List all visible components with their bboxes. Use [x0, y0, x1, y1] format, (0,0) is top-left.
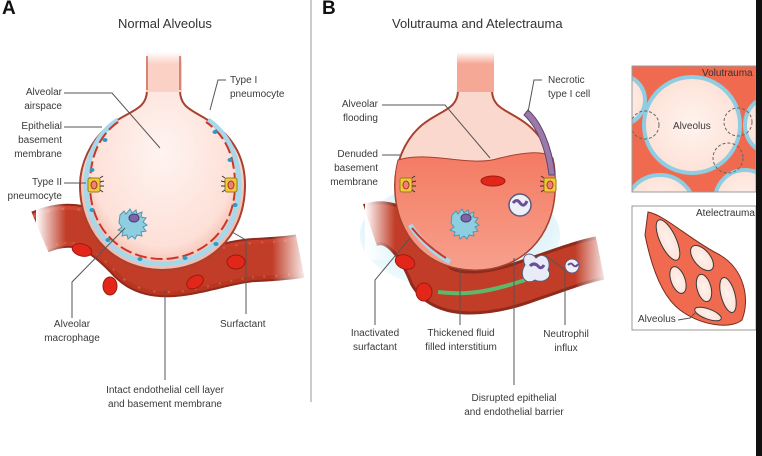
red-blood-cell — [102, 276, 118, 296]
neutrophil-influx — [521, 253, 580, 283]
type-ii-cell — [539, 175, 557, 193]
label-alveolar-airspace: Alveolar airspace — [24, 87, 62, 112]
red-blood-cell — [480, 175, 506, 187]
label-type-ii-pneumocyte: Type II pneumocyte — [7, 177, 62, 202]
inset-atelectrauma-title: Atelectrauma — [696, 208, 755, 219]
label-necrotic-type-i-cell: Necrotic type I cell — [548, 75, 591, 100]
inset-volutrauma — [631, 65, 757, 193]
label-neutrophil-influx: Neutrophil influx — [543, 329, 589, 354]
inset-volutrauma-title: Volutrauma — [702, 68, 753, 79]
label-alveolar-macrophage: Alveolar macrophage — [44, 319, 100, 344]
type-ii-cell — [399, 175, 417, 193]
panel-a-art — [31, 52, 308, 380]
macrophage — [448, 208, 480, 240]
panel-b-title: Volutrauma and Atelectrauma — [392, 16, 563, 31]
label-alveolar-flooding: Alveolar flooding — [341, 99, 378, 124]
label-epithelial-basement-membrane: Epithelial basement membrane — [14, 121, 62, 160]
red-blood-cell — [226, 254, 246, 270]
label-disrupted-barrier: Disrupted epithelial and endothelial bar… — [464, 393, 564, 418]
red-blood-cell — [71, 243, 93, 257]
inset-atelectrauma-alveolus-label: Alveolus — [638, 314, 676, 325]
type-ii-cell — [87, 175, 105, 193]
label-intact-endothelial: Intact endothelial cell layer and baseme… — [106, 385, 224, 410]
inset-volutrauma-alveolus-label: Alveolus — [673, 121, 711, 132]
label-thickened-fluid-interstitium: Thickened fluid filled interstitium — [425, 328, 497, 353]
leader-lines-b — [374, 79, 566, 385]
inset-atelectrauma — [631, 205, 757, 331]
red-blood-cell — [186, 274, 204, 290]
neutrophil — [508, 193, 532, 217]
window-edge — [756, 0, 762, 456]
panel-a-title: Normal Alveolus — [118, 16, 212, 31]
panel-b-art — [360, 52, 757, 385]
panel-a-letter: A — [2, 0, 16, 19]
label-surfactant: Surfactant — [220, 319, 266, 330]
label-type-i-pneumocyte: Type I pneumocyte — [230, 75, 285, 100]
macrophage — [116, 208, 148, 240]
leader-lines-a — [64, 79, 247, 380]
alveolus-normal — [78, 52, 247, 272]
capillary-a — [31, 200, 308, 298]
label-denuded-basement-membrane: Denuded basement membrane — [330, 149, 378, 188]
red-blood-cell — [415, 282, 433, 302]
panel-b-letter: B — [322, 0, 336, 19]
type-ii-cell — [220, 175, 238, 193]
red-blood-cell — [394, 254, 416, 270]
alveolus-injured — [393, 52, 557, 272]
label-inactivated-surfactant: Inactivated surfactant — [350, 328, 400, 353]
